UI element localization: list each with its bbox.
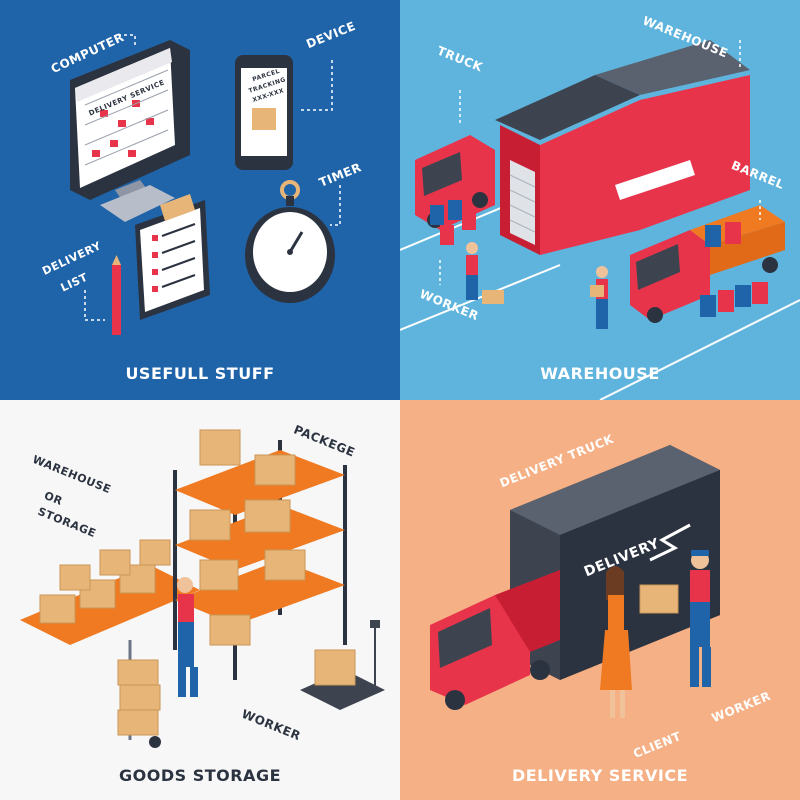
panel-title-warehouse: WAREHOUSE [540,364,660,383]
delivery-service-illustration [430,445,720,718]
warehouse-building-icon [495,40,750,255]
panel-goods-storage: WAREHOUSE OR STORAGE PACKEGE WORKER GOOD… [0,400,400,800]
stopwatch-icon [245,180,335,303]
panel-title-delivery-service: DELIVERY SERVICE [511,766,689,785]
warehouse-illustration [400,40,800,400]
connector-lines [84,34,341,321]
hand-truck-icon [117,640,161,748]
barrel-icon [430,200,768,317]
client-icon [600,566,632,718]
phone-icon [235,55,293,170]
panel-warehouse: TRUCK WAREHOUSE BARREL WORKER WAREHOUSE … [400,0,800,400]
useful-stuff-illustration [70,34,341,335]
scale-icon [300,620,385,710]
connector-lines [439,40,761,285]
computer-icon [70,40,190,222]
worker-icon [590,266,608,329]
package-icon [39,429,306,646]
worker-icon [177,577,198,697]
delivery-van-icon [430,445,720,710]
worker-icon [466,242,504,304]
panel-useful-stuff: COMPUTER DEVICE TIMER DELIVERY LIST DELI… [0,0,400,400]
panel-title-useful-stuff: USEFULL STUFF [125,364,275,383]
goods-storage-illustration [20,429,385,748]
pencil-icon [112,255,121,335]
clipboard-icon [135,194,210,320]
package-icon [639,584,679,614]
worker-icon [690,550,711,687]
panel-title-goods-storage: GOODS STORAGE [118,766,281,785]
panel-delivery-service: DELIVERY TRUCK DELIVERY CLIENT WORKER DE… [400,400,800,800]
